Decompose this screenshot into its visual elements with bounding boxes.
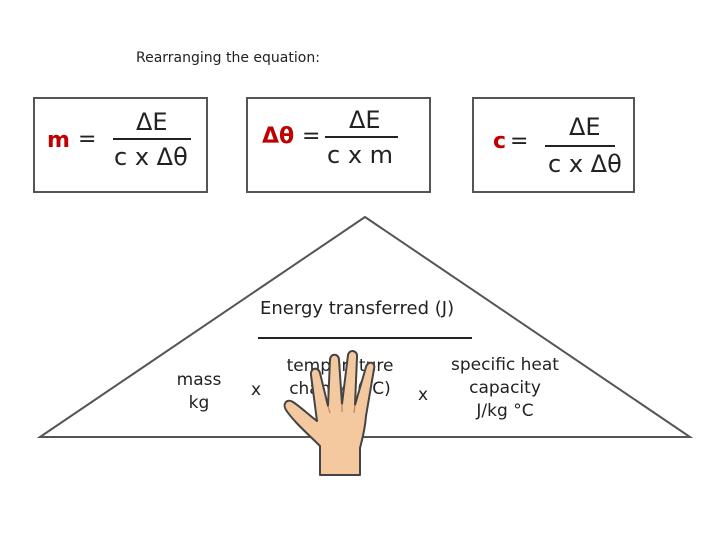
energy-label: Energy transferred (J) [260,298,455,319]
caption: Rearranging the equation: [136,50,320,66]
equals-sign: = [302,124,321,149]
equation-box-mass [33,97,208,193]
fraction-numerator: ΔE [349,106,381,134]
triangle-outline [36,215,694,438]
equals-sign: = [78,127,97,152]
equation-variable: Δθ [262,124,295,149]
equation-box-temperature [246,97,431,193]
fraction-numerator: ΔE [136,108,168,136]
equation-variable: m [47,128,70,153]
equation-variable: c [493,129,507,154]
multiply-sign: x [251,380,262,400]
shc-text-line2: capacity [469,378,541,398]
hand-icon [283,350,376,476]
mass-label: mass kg [168,369,230,415]
equals-sign: = [510,129,529,154]
shc-unit: J/kg °C [476,401,534,421]
fraction-bar [545,145,615,147]
shc-label: specific heat capacity J/kg °C [438,354,572,423]
fraction-numerator: ΔE [569,113,601,141]
shc-text-line1: specific heat [451,355,559,375]
fraction-bar [325,136,398,138]
mass-unit: kg [188,393,210,413]
fraction-denominator: c x m [327,141,394,169]
fraction-bar [113,138,191,140]
equation-box-shc [472,97,635,193]
fraction-denominator: c x Δθ [114,143,188,171]
mass-text: mass [176,370,222,390]
fraction-denominator: c x Δθ [548,150,622,178]
multiply-sign: x [418,385,429,405]
